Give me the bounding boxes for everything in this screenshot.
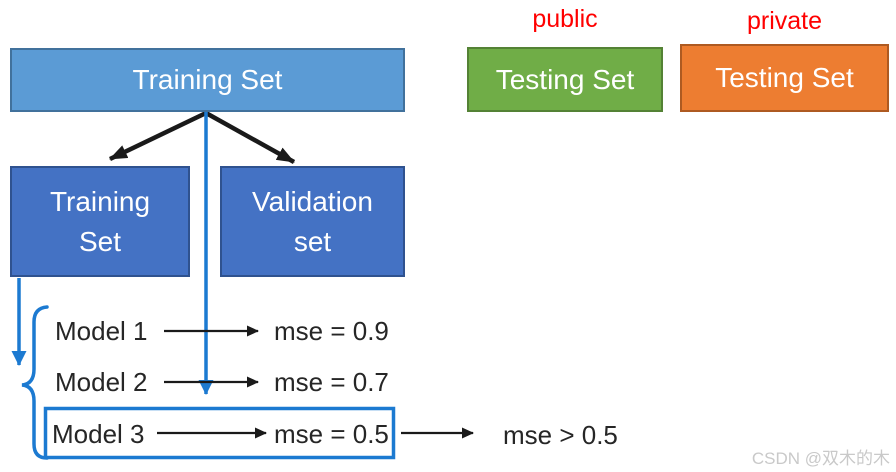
model3-mse-value: mse = 0.5: [274, 419, 389, 449]
public-testing-set-box: Testing Set: [467, 47, 663, 112]
model2-mse-value: mse = 0.7: [274, 367, 389, 397]
training-set-top-box: Training Set: [10, 48, 405, 112]
split-arrow-right-icon: [204, 111, 296, 164]
model3-label: Model 3: [52, 419, 145, 449]
model1-label: Model 1: [55, 316, 148, 346]
training-subset-box: Training Set: [10, 166, 190, 277]
split-arrow-left-icon: [109, 110, 207, 162]
model1-mse-value: mse = 0.9: [274, 316, 389, 346]
model2-label: Model 2: [55, 367, 148, 397]
final-mse-result: mse > 0.5: [503, 420, 618, 450]
models-brace-icon: [21, 305, 49, 460]
csdn-watermark: CSDN @双木的木: [751, 449, 890, 468]
validation-set-box: Validation set: [220, 166, 405, 277]
private-label: private: [746, 7, 823, 35]
model3-highlight-box: [43, 406, 396, 460]
private-testing-set-box: Testing Set: [680, 44, 889, 112]
public-label: public: [532, 5, 598, 33]
